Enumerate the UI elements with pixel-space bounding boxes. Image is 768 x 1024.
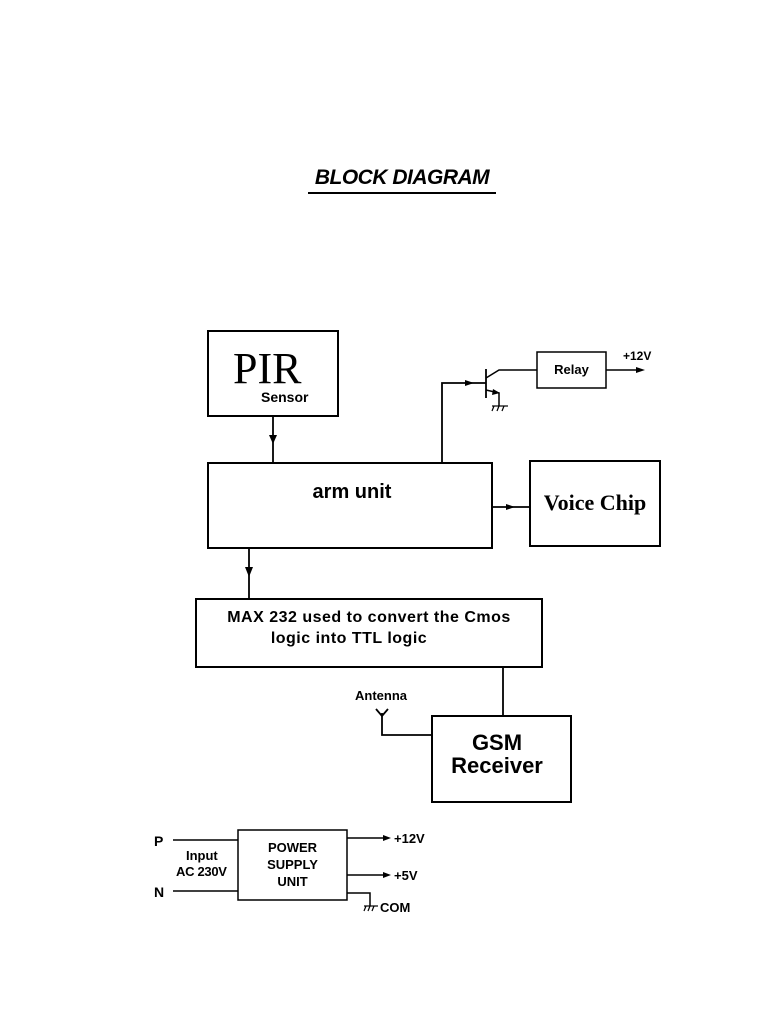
pir-sensor-label: Sensor bbox=[261, 389, 309, 405]
ground-icon bbox=[491, 405, 508, 412]
psu-out-com-label: COM bbox=[380, 900, 411, 915]
max232-block bbox=[195, 598, 543, 668]
transistor-emitter-arrow bbox=[492, 389, 500, 395]
arm-unit-block bbox=[207, 462, 493, 549]
psu-ground-icon bbox=[363, 905, 378, 912]
gsm-label-line1: GSM bbox=[471, 730, 523, 755]
arm-to-voice-arrow bbox=[506, 504, 515, 510]
gsm-label-line2: Receiver bbox=[451, 753, 543, 778]
psu-label-line1: POWER bbox=[267, 840, 318, 855]
psu-out-com-line bbox=[347, 892, 371, 906]
relay-label: Relay bbox=[554, 362, 589, 377]
psu-input-label-2: AC 230V bbox=[176, 864, 227, 879]
psu-label-line2: SUPPLY bbox=[267, 857, 318, 872]
arm-to-max232-arrow bbox=[245, 567, 253, 577]
title-underline bbox=[308, 192, 496, 194]
arm-unit-label: arm unit bbox=[312, 481, 392, 503]
max232-label-line1: MAX 232 used to convert the Cmos bbox=[227, 609, 511, 626]
psu-out-5v-label: +5V bbox=[394, 868, 418, 883]
pir-label: PIR bbox=[233, 344, 302, 393]
relay-output-label: +12V bbox=[623, 349, 652, 363]
arm-to-transistor-line bbox=[441, 382, 486, 463]
transistor-collector bbox=[485, 369, 537, 379]
relay-output-arrow bbox=[636, 367, 645, 373]
page-title: BLOCK DIAGRAM bbox=[314, 166, 490, 189]
voice-chip-block bbox=[529, 460, 661, 547]
transistor-base-arrow bbox=[465, 380, 474, 386]
psu-out-12v-label: +12V bbox=[394, 831, 425, 846]
psu-label-line3: UNIT bbox=[277, 874, 308, 889]
psu-out-5v-arrow bbox=[383, 872, 391, 878]
max232-label-line2: logic into TTL logic bbox=[270, 630, 428, 647]
psu-input-label-1: Input bbox=[186, 848, 218, 863]
antenna-label: Antenna bbox=[355, 688, 407, 703]
voice-chip-label: Voice Chip bbox=[543, 490, 647, 515]
gsm-receiver-block bbox=[431, 715, 572, 803]
psu-input-p-label: P bbox=[154, 833, 164, 849]
pir-to-arm-arrow bbox=[269, 435, 277, 444]
psu-out-12v-arrow bbox=[383, 835, 391, 841]
antenna-icon bbox=[375, 708, 389, 718]
antenna-line bbox=[381, 713, 432, 736]
power-supply-block bbox=[237, 829, 348, 901]
psu-input-n-label: N bbox=[154, 884, 165, 900]
